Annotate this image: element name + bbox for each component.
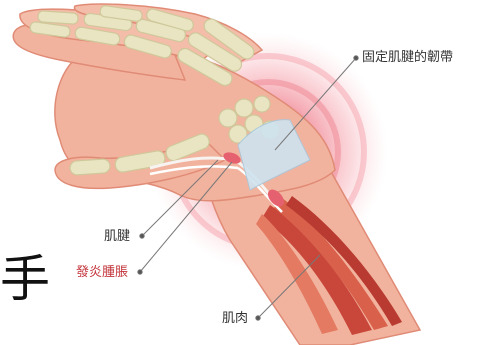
label-inflamed: 發炎腫脹 bbox=[76, 266, 128, 279]
label-muscle: 肌肉 bbox=[222, 312, 248, 325]
label-tendon: 肌腱 bbox=[104, 230, 130, 243]
label-retinaculum: 固定肌腱的韌帶 bbox=[362, 51, 453, 64]
partial-title: 手 bbox=[0, 254, 50, 304]
